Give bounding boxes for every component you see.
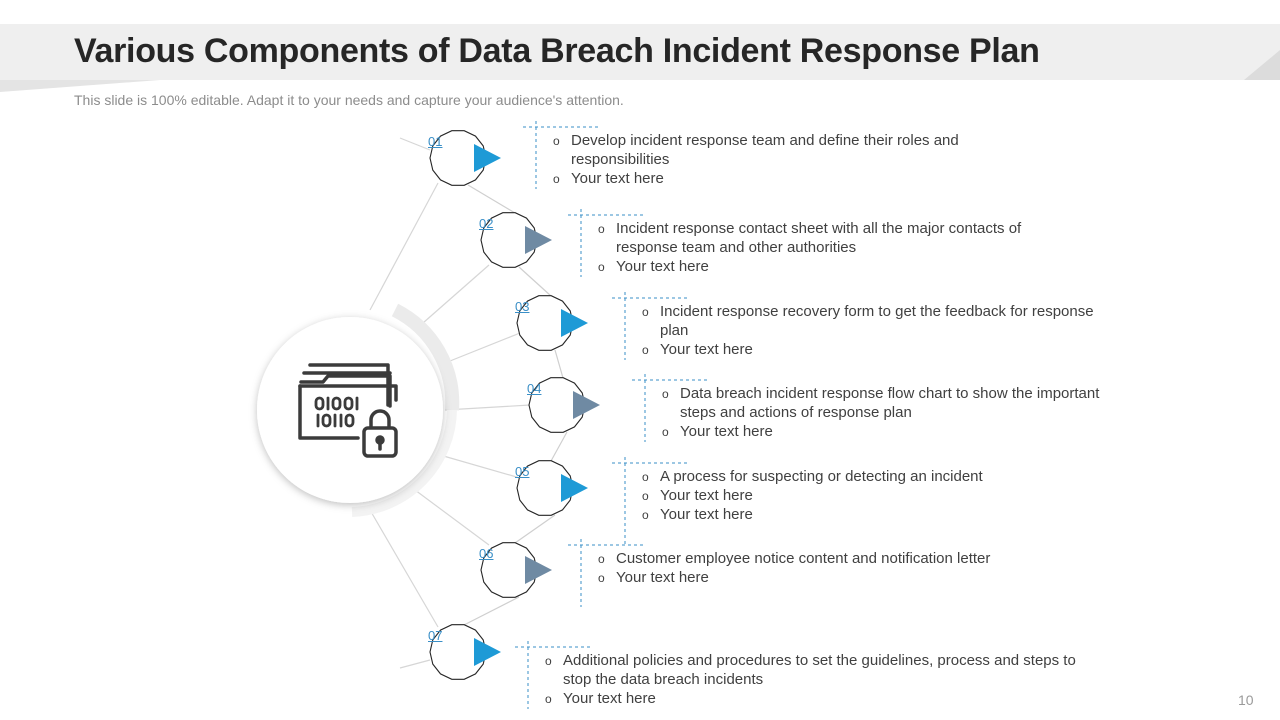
step-description: o A process for suspecting or detecting a… [642,467,1112,524]
bullet-text: Incident response contact sheet with all… [616,220,1022,256]
page-number: 10 [1238,692,1254,708]
bullet-text: Your text here [616,258,709,275]
connector-line [369,509,439,628]
center-hub [257,303,460,517]
bullet-item: o Develop incident response team and defi… [553,131,993,169]
connector-line [463,596,520,626]
bullet-text: Your text here [660,506,753,523]
step-number: 03 [515,299,530,314]
connector-line [439,454,521,479]
step-arrow-marker [525,226,552,254]
bullet-item: o Your text here [545,689,1085,708]
bullet-text: Incident response recovery form to get t… [660,303,1094,339]
bullet-marker: o [642,305,649,319]
slide-title: Various Components of Data Breach Incide… [74,32,1040,70]
bullet-item: o Your text here [642,505,1112,524]
bullet-marker: o [545,692,552,706]
bullet-marker: o [598,552,605,566]
connector-line [554,349,564,379]
bullet-item: o Incident response recovery form to get … [642,302,1112,340]
bullet-item: o Your text here [598,568,1068,587]
bullet-item: o Your text here [553,169,993,188]
step-number: 02 [479,216,494,231]
bullet-marker: o [642,508,649,522]
connector-line [444,404,531,411]
connector-line [518,266,552,297]
step-description: o Additional policies and procedures to s… [545,651,1085,708]
step-arrow-marker [525,556,552,584]
bullet-marker: o [598,571,605,585]
bullet-item: o Your text here [598,257,1068,276]
connector-line [414,264,490,331]
bullet-item: o Your text here [662,422,1132,441]
connector-line [514,514,556,544]
bullet-item: o Incident response contact sheet with al… [598,219,1068,257]
bullet-marker: o [642,470,649,484]
connector-line [369,182,439,311]
slide-subtitle: This slide is 100% editable. Adapt it to… [74,92,624,108]
bullet-text: Additional policies and procedures to se… [563,652,1076,688]
step-circle [429,130,487,186]
step-description: o Incident response recovery form to get … [642,302,1112,359]
step-circle [516,295,574,351]
step-circle [429,624,487,680]
bullet-item: o Your text here [642,486,1112,505]
connector-line [399,659,431,669]
bullet-text: Develop incident response team and defin… [571,132,959,168]
bullet-marker: o [598,222,605,236]
step-arrow-marker [474,144,501,172]
bullet-item: o Customer employee notice content and no… [598,549,1068,568]
step-description: o Incident response contact sheet with al… [598,219,1068,276]
bullet-text: Data breach incident response flow chart… [680,385,1100,421]
bullet-item: o Additional policies and procedures to s… [545,651,1085,689]
step-number: 01 [428,134,443,149]
step-description: o Customer employee notice content and no… [598,549,1068,587]
bullet-text: Your text here [660,487,753,504]
bullet-text: Your text here [680,423,773,440]
bullet-marker: o [662,425,669,439]
step-number: 06 [479,546,494,561]
bullet-text: A process for suspecting or detecting an… [660,468,983,485]
step-number: 05 [515,464,530,479]
connector-line [550,431,568,462]
step-circle [480,212,538,268]
bullet-item: o A process for suspecting or detecting a… [642,467,1112,486]
bullet-text: Your text here [571,170,664,187]
step-arrow-marker [561,309,588,337]
bullet-marker: o [545,654,552,668]
connector-line [399,137,431,151]
connector-line [414,489,490,546]
step-circle [480,542,538,598]
bullet-marker: o [553,172,560,186]
bullet-text: Your text here [616,569,709,586]
bullet-item: o Your text here [642,340,1112,359]
bullet-marker: o [662,387,669,401]
connector-line [467,184,516,214]
bullet-text: Customer employee notice content and not… [616,550,991,567]
title-band [0,24,1280,80]
step-description: o Data breach incident response flow char… [662,384,1132,441]
step-circle [516,460,574,516]
step-description: o Develop incident response team and defi… [553,131,993,188]
step-number: 04 [527,381,542,396]
step-arrow-marker [573,391,600,419]
bullet-marker: o [553,134,560,148]
bullet-text: Your text here [660,341,753,358]
bullet-text: Your text here [563,690,656,707]
step-arrow-marker [561,474,588,502]
connector-line [439,332,521,366]
step-arrow-marker [474,638,501,666]
step-number: 07 [428,628,443,643]
step-circle [528,377,586,433]
folder-with-binary-data-and-padlock-icon [298,363,398,458]
bullet-marker: o [642,489,649,503]
bullet-item: o Data breach incident response flow char… [662,384,1132,422]
bullet-marker: o [598,260,605,274]
bullet-marker: o [642,343,649,357]
connector-lines [369,137,568,669]
